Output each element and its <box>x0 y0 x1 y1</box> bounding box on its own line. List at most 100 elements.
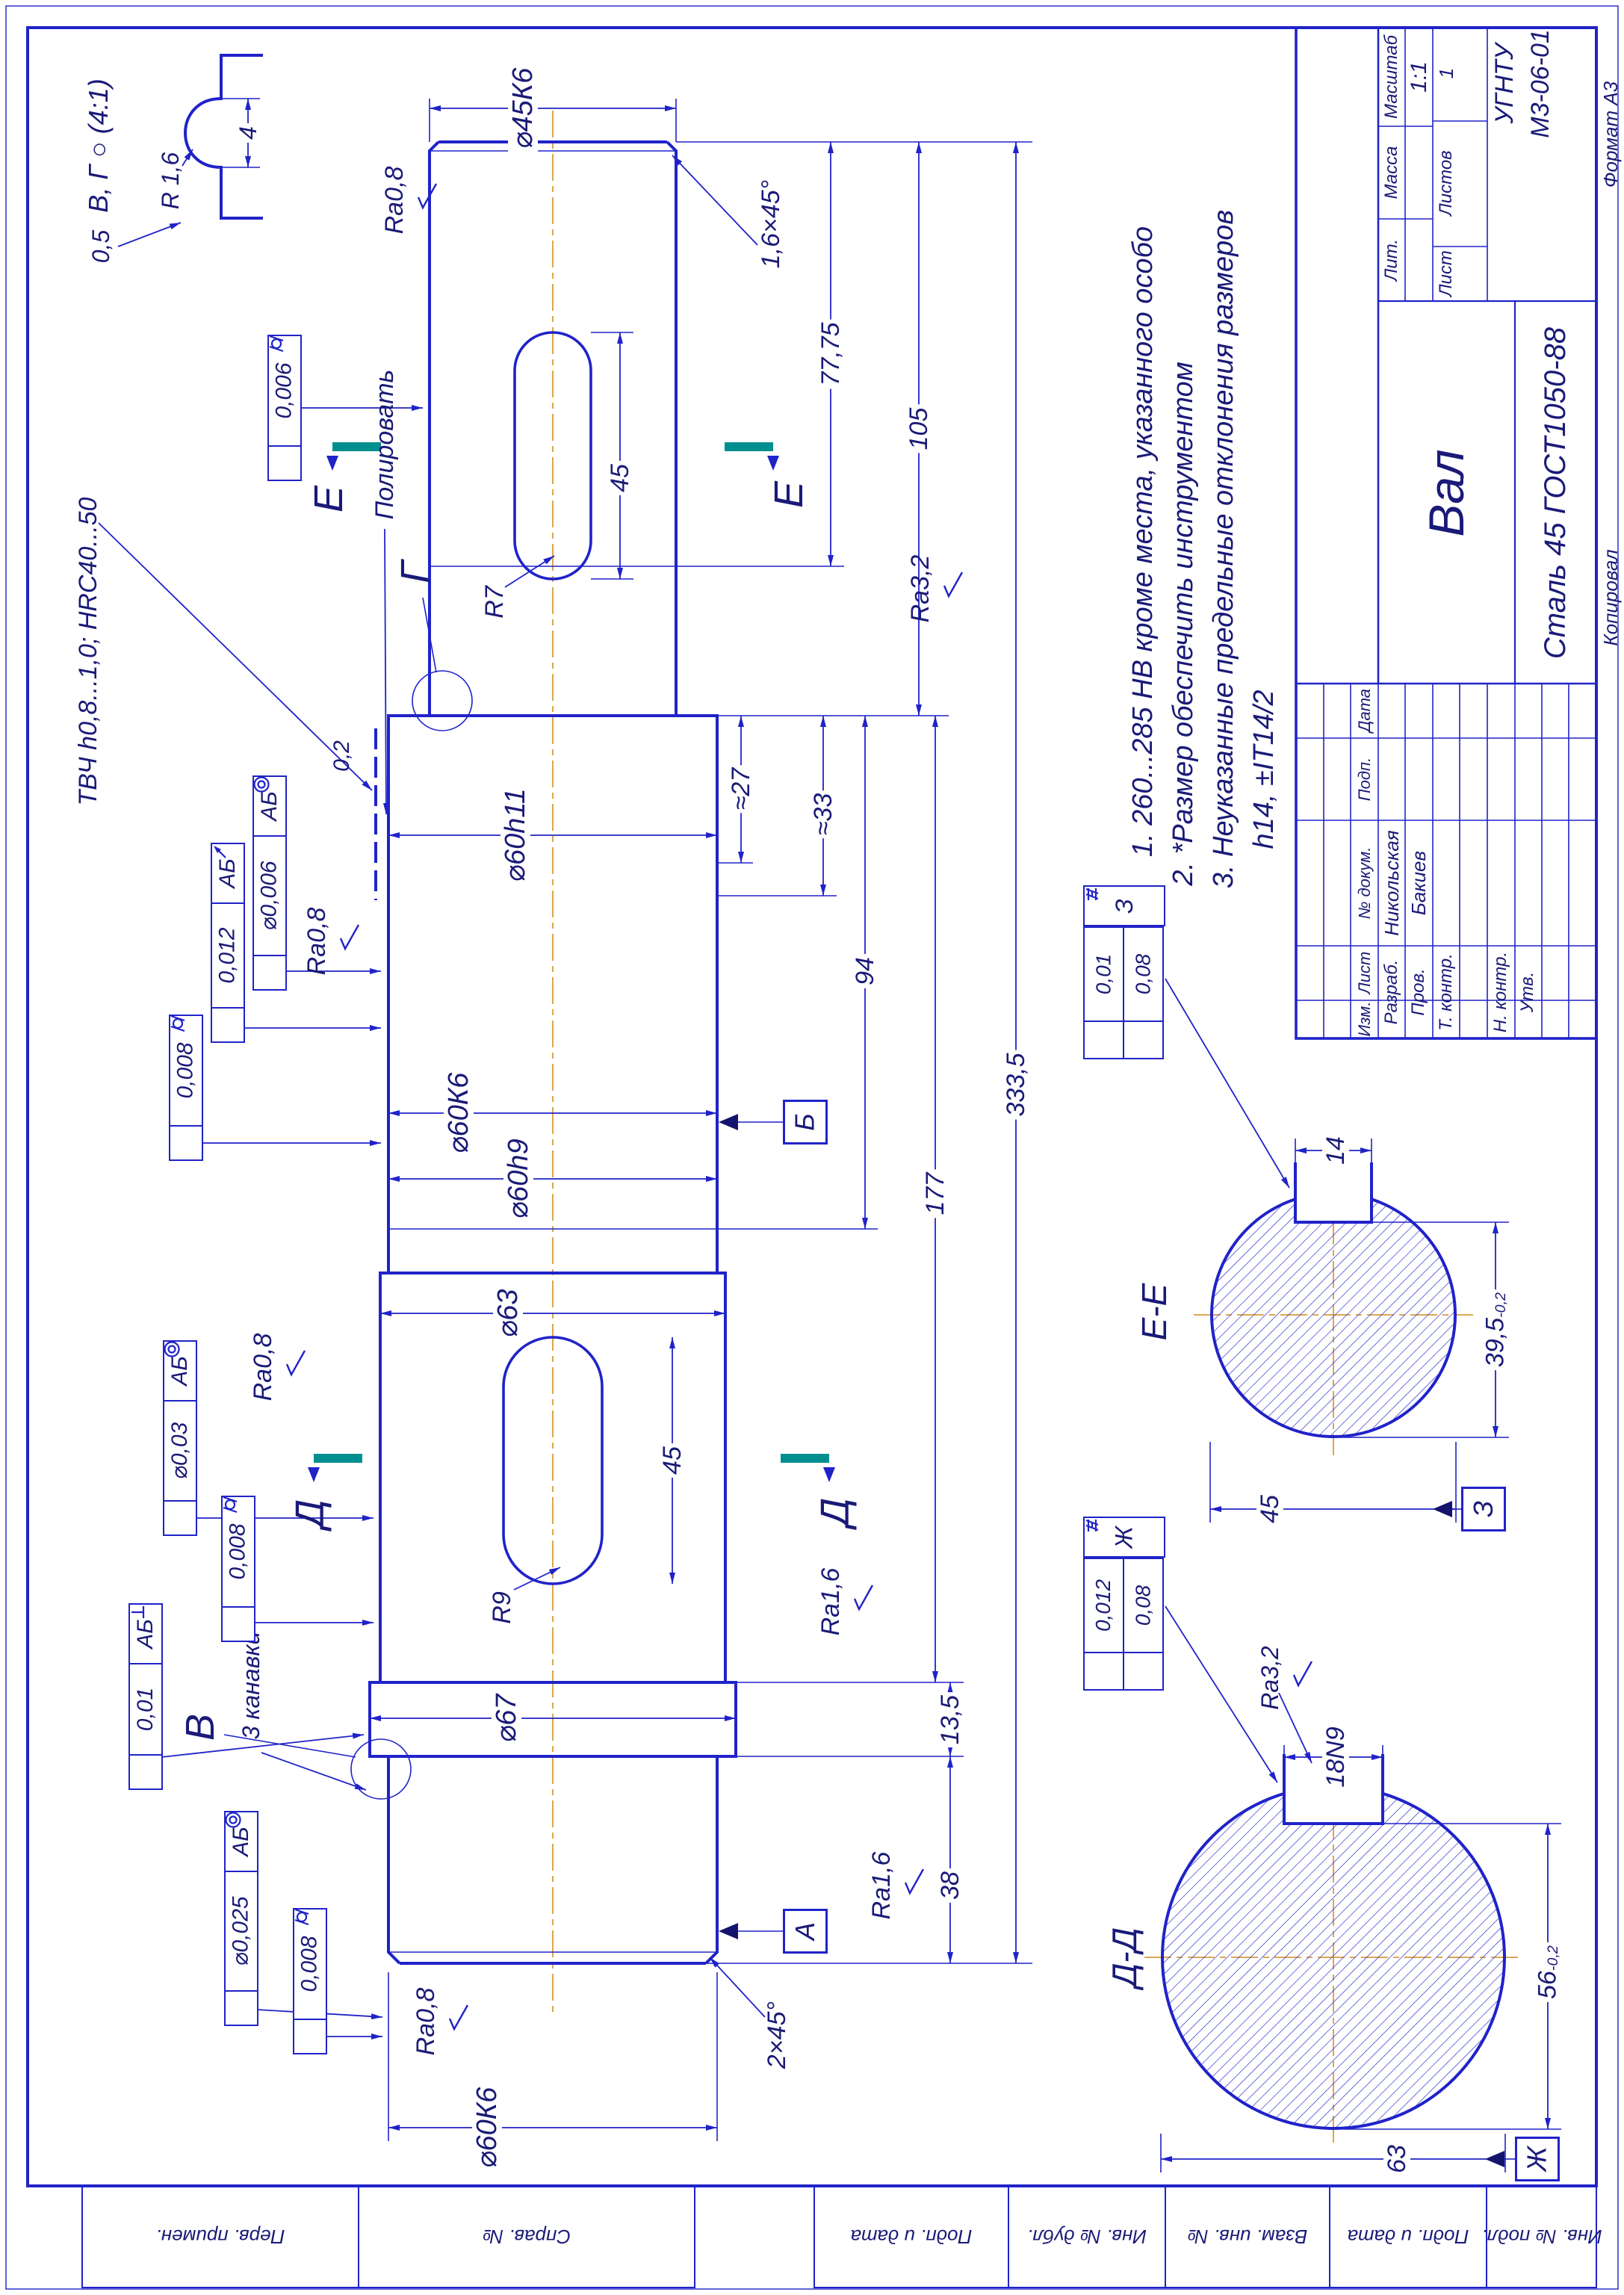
dim-r7: R7 <box>480 586 509 619</box>
margin-podp-data-1: Подп. и дата <box>850 2226 973 2248</box>
note-3: 3. Неуказанные предельные отклонения раз… <box>1208 209 1239 889</box>
callout-circle-g <box>412 670 473 731</box>
margin-podp-data-2: Подп. и дата <box>1347 2226 1469 2248</box>
fcf-cyl-0008-c: 0,008 <box>293 1908 327 2054</box>
detail-r1-6: R 1,6 <box>157 152 184 210</box>
dim-13-5: 13,5 <box>936 1691 964 1748</box>
dim-chamfer-bot: 2×45° <box>763 2001 791 2069</box>
margin-kopiroval: Копировал <box>1599 549 1622 646</box>
tb-nkontr: Н. контр. <box>1490 951 1510 1033</box>
fcf-cyl-0008-c-symbol <box>293 1908 327 2054</box>
tb-utv: Утв. <box>1517 971 1537 1013</box>
fcf-cyl-0008-b-symbol <box>221 1496 255 1642</box>
fcf-cyl-0006-value: 0,006 <box>267 335 302 447</box>
tb-col-podp: Подп. <box>1355 757 1374 802</box>
tb-scale-value: 1:1 <box>1407 61 1431 93</box>
tb-sheets-label: Листов <box>1436 150 1456 216</box>
tb-col-izm: Изм. <box>1355 1001 1374 1037</box>
cylindricity-icon <box>223 1496 238 1514</box>
fcf-perp-001-value: 0,01 <box>128 1663 163 1756</box>
detail-0-5: 0,5 <box>87 229 114 264</box>
fcf-runout-0012-value: 0,012 <box>211 902 245 1009</box>
lbl-sec-e-left: Е <box>306 485 351 513</box>
coaxiality-icon <box>225 1812 241 1828</box>
dim-keyway2-len: 45 <box>658 1443 687 1478</box>
dim-38: 38 <box>936 1868 964 1903</box>
lbl-polish: Полировать <box>371 369 399 520</box>
fcf-coax-003-value: ⌀0,03 <box>163 1400 197 1502</box>
note-2: 2. *Размер обеспечить инструментом <box>1168 362 1199 886</box>
margin-perv-primen: Перв. примен. <box>155 2226 285 2248</box>
dim-chamfer-top: 1,6×45° <box>757 179 785 269</box>
shaft-outline <box>350 140 737 1965</box>
dim-d45k6: ⌀45К6 <box>507 64 539 152</box>
note-1: 1. 260...285 НВ кроме места, указанного … <box>1127 226 1159 858</box>
lbl-letter-v: В <box>178 1713 223 1741</box>
fcf-cyl-0006-symbol <box>267 335 302 481</box>
fcf-cyl-0008-b-value: 0,008 <box>221 1496 255 1608</box>
dim-approx-27: ≈27 <box>727 764 755 814</box>
dim-d67: ⌀67 <box>491 1691 522 1746</box>
coaxiality-icon <box>253 776 270 793</box>
tb-prov: Пров. <box>1408 968 1428 1016</box>
dim-d63: ⌀63 <box>492 1286 524 1341</box>
cylindricity-icon <box>170 1015 185 1032</box>
title-block-grid <box>1295 26 1598 1040</box>
dim-d60h11: ⌀60h11 <box>500 785 531 885</box>
lbl-3-grooves: 3 канавки <box>238 1631 264 1740</box>
detail-profile <box>184 54 263 220</box>
datum-triangles <box>719 1114 1504 2167</box>
dim-d60h9: ⌀60h9 <box>503 1136 534 1222</box>
fcf-coax-003: АБ⌀0,03 <box>163 1340 197 1536</box>
rough-ra32-dd: Ra3,2 <box>1256 1646 1283 1710</box>
tb-prov-name: Бакиев <box>1407 850 1430 916</box>
fcf-coax-0025: АБ⌀0,025 <box>224 1811 258 2026</box>
kfcf-dd-row-0: 0,012 <box>1083 1519 1124 1691</box>
section-plane-marks <box>308 442 835 1482</box>
dim-333-5: 333,5 <box>1002 1050 1030 1120</box>
detail-4: 4 <box>235 123 261 143</box>
rough-ra08-63: Ra0,8 <box>249 1333 277 1402</box>
tb-doc-number: М3-06-01 <box>1526 29 1555 138</box>
dim-18n9: 18N9 <box>1321 1723 1350 1791</box>
extension-lines <box>388 99 1561 2172</box>
lbl-tvch: ТВЧ h0,8...1,0; HRC40...50 <box>74 497 102 806</box>
rough-ra08-mid: Ra0,8 <box>303 907 331 976</box>
tb-col-dokum: № докум. <box>1355 846 1374 920</box>
roughness-symbols <box>285 183 1313 2031</box>
sheet-frame <box>5 5 1619 2290</box>
dim-39-5: 39,5-0,2 <box>1481 1289 1510 1371</box>
sec-dd-title: Д-Д <box>1105 1927 1144 1988</box>
sec-ee-title: Е-Е <box>1135 1283 1174 1341</box>
fcf-perp-001-symbol <box>128 1606 163 1790</box>
tb-col-data: Дата <box>1355 688 1374 733</box>
tb-sheet-label: Лист <box>1436 250 1456 297</box>
fcf-runout-0012-symbol <box>211 846 245 1043</box>
fcf-perp-001-value: АБ <box>128 1603 163 1664</box>
dim-63-section: 63 <box>1383 2142 1411 2176</box>
rough-ra08-45: Ra0,8 <box>380 166 409 235</box>
fcf-coax-003-symbol <box>163 1341 197 1536</box>
margin-sprav-no: Справ. № <box>482 2226 571 2248</box>
fcf-cyl-0008-c-value: 0,008 <box>293 1908 327 2020</box>
dim-45-section: 45 <box>1256 1492 1284 1526</box>
tb-org: УГНТУ <box>1490 43 1519 124</box>
datum-z: З <box>1461 1487 1506 1531</box>
keyway-slot-1 <box>513 331 592 580</box>
symmetry-icon <box>1087 1520 1097 1531</box>
callout-connectors <box>223 597 1515 2160</box>
lbl-letter-g: Г <box>393 561 438 583</box>
datum-zh: Ж <box>1515 2137 1560 2181</box>
tb-col-list: Лист <box>1355 951 1374 994</box>
rough-ra08-bot: Ra0,8 <box>412 1987 440 2056</box>
tb-razrab-name: Никольская <box>1380 830 1403 936</box>
kfcf-ee-row-1: 0,08 <box>1087 888 1164 1059</box>
dim-r9: R9 <box>488 1591 516 1624</box>
fcf-cyl-0008-a-symbol <box>169 1015 203 1161</box>
fcf-runout-0012-value: АБ <box>211 843 245 904</box>
tb-mass-label: Масса <box>1381 146 1401 199</box>
dim-d60k6-bot: ⌀60К6 <box>471 2084 503 2172</box>
